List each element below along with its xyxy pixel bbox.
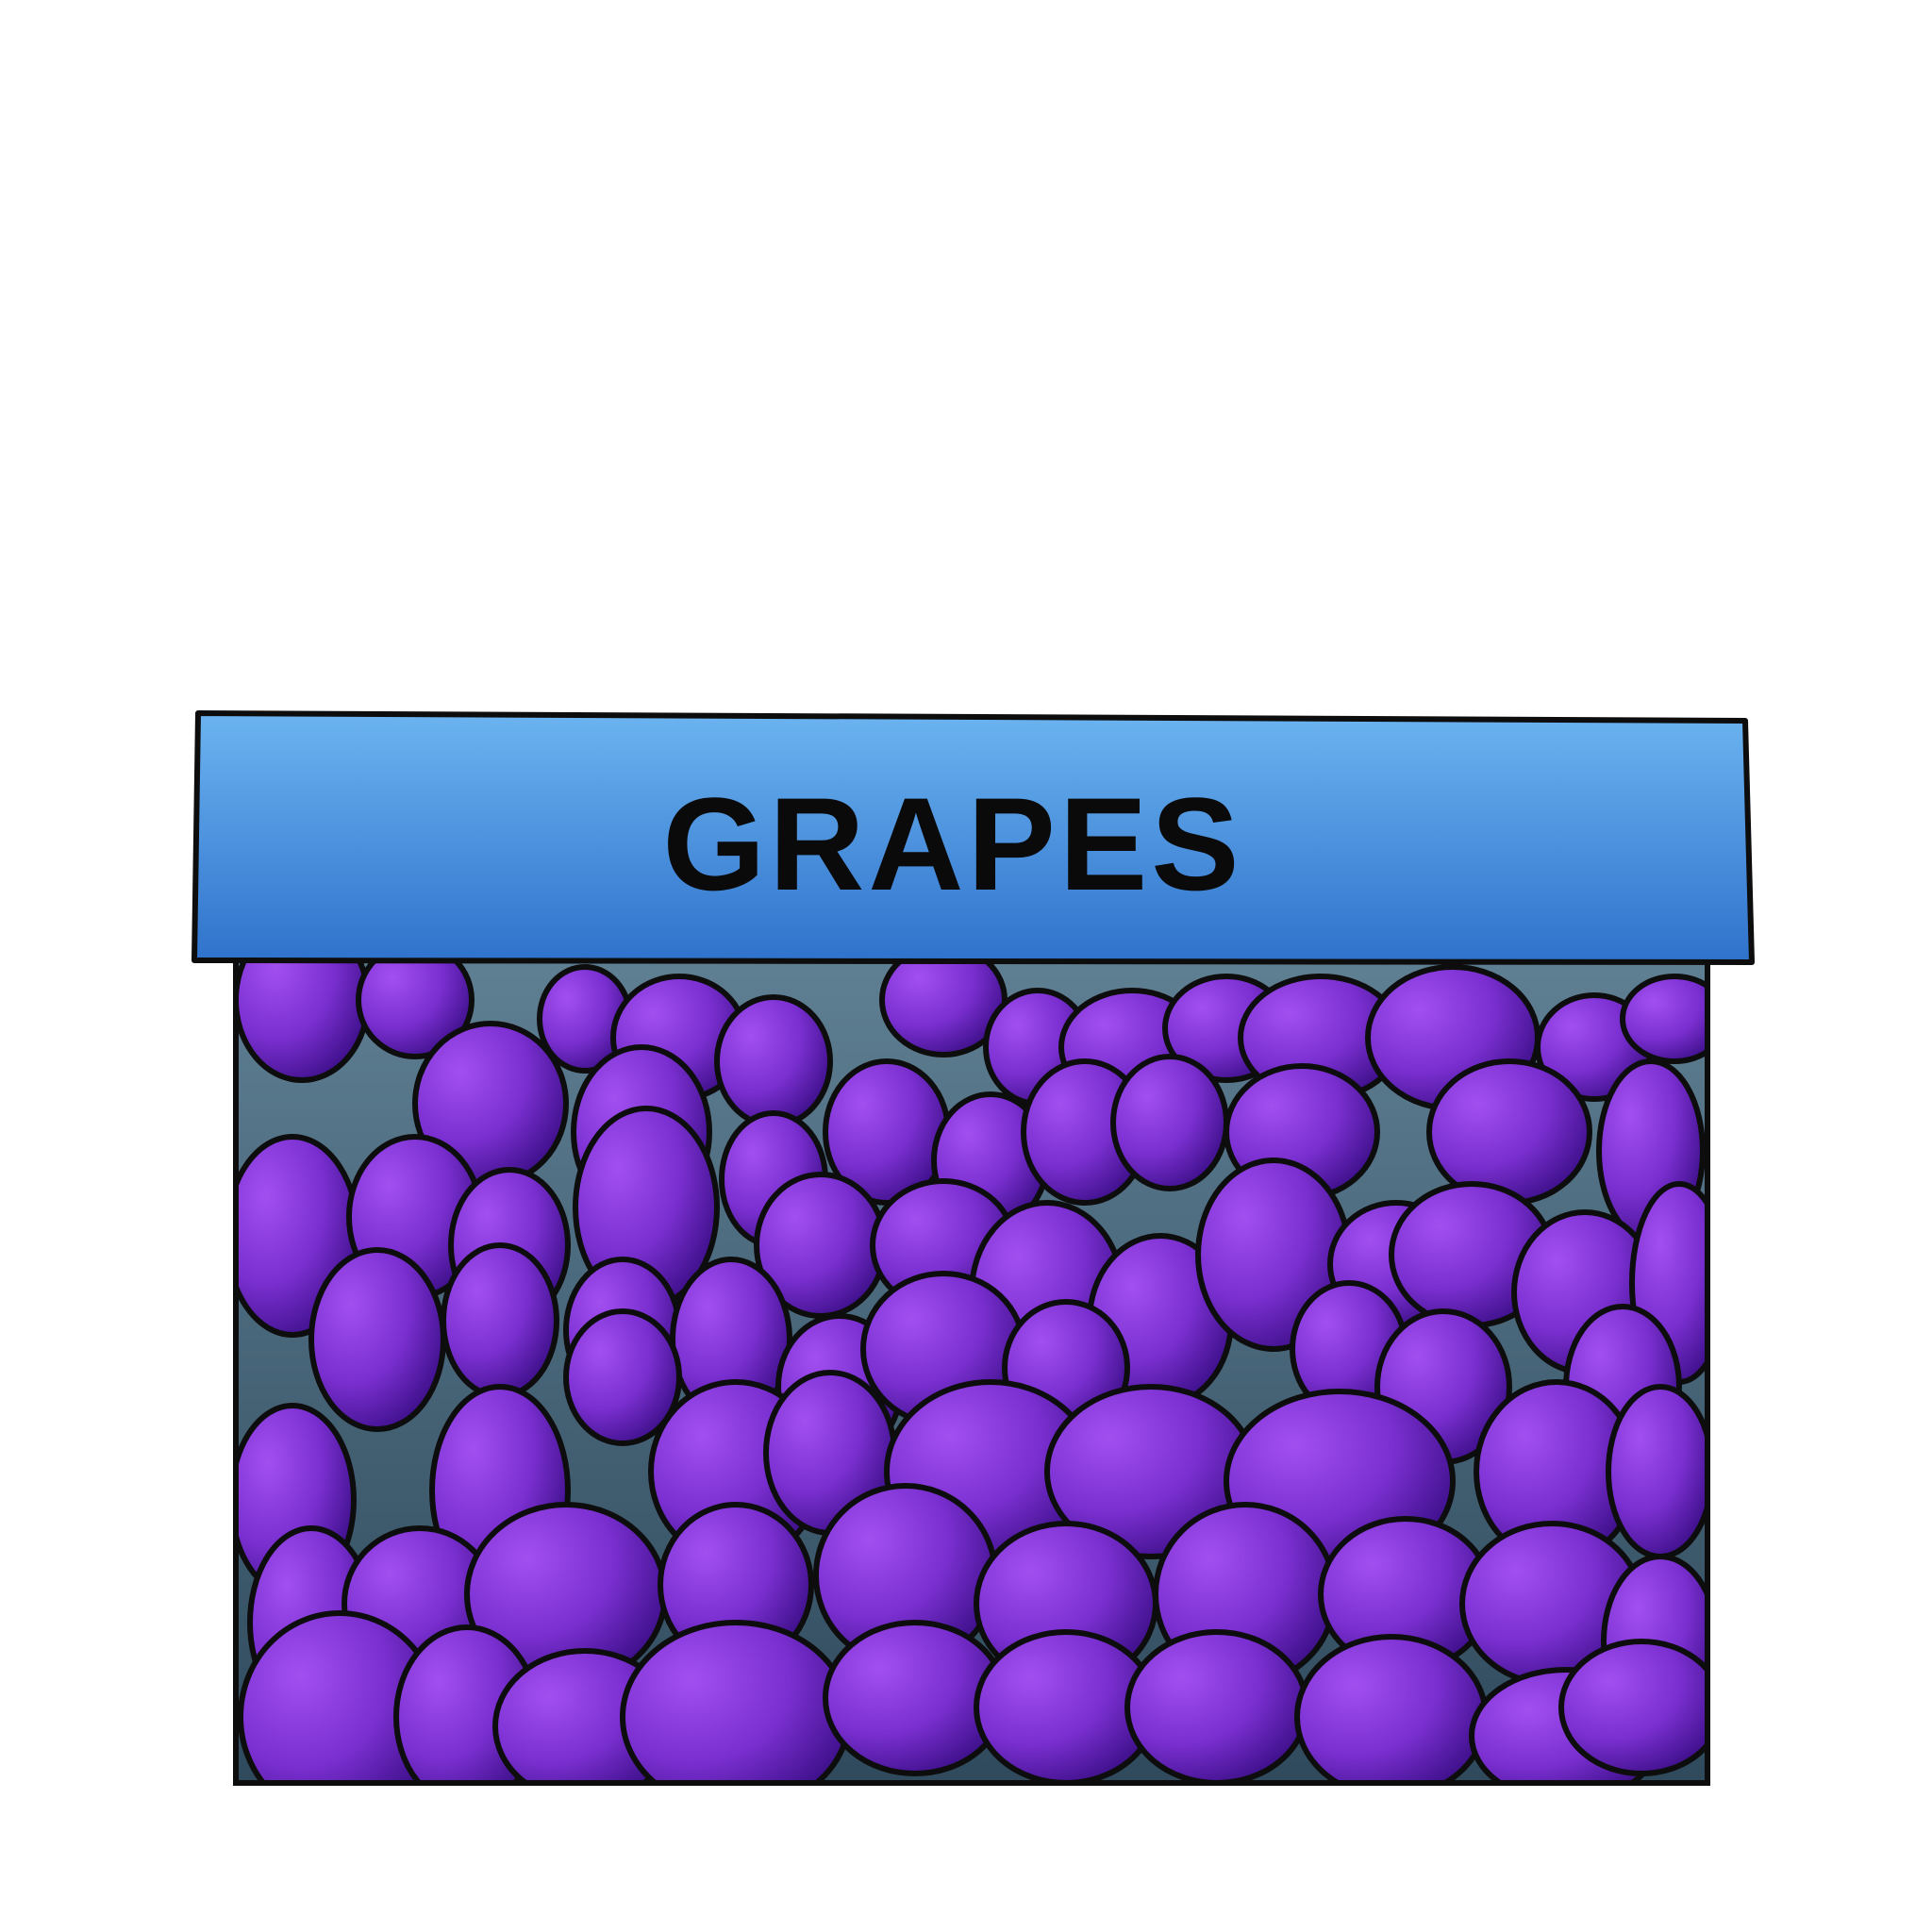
- grape: [1294, 1634, 1489, 1783]
- grape: [308, 1247, 446, 1432]
- grape: [356, 953, 475, 1059]
- grape: [1620, 974, 1707, 1064]
- bin-label: GRAPES: [662, 770, 1242, 918]
- grape: [563, 1308, 682, 1446]
- grape: [1426, 1058, 1592, 1206]
- bin-sign: [192, 710, 1755, 965]
- grape: [1558, 1639, 1707, 1776]
- grape: [1110, 1054, 1229, 1191]
- grape: [1606, 1384, 1707, 1559]
- grape-pile: [236, 953, 1707, 1783]
- grape: [1124, 1629, 1309, 1783]
- grape: [714, 994, 833, 1128]
- grape: [441, 1242, 559, 1399]
